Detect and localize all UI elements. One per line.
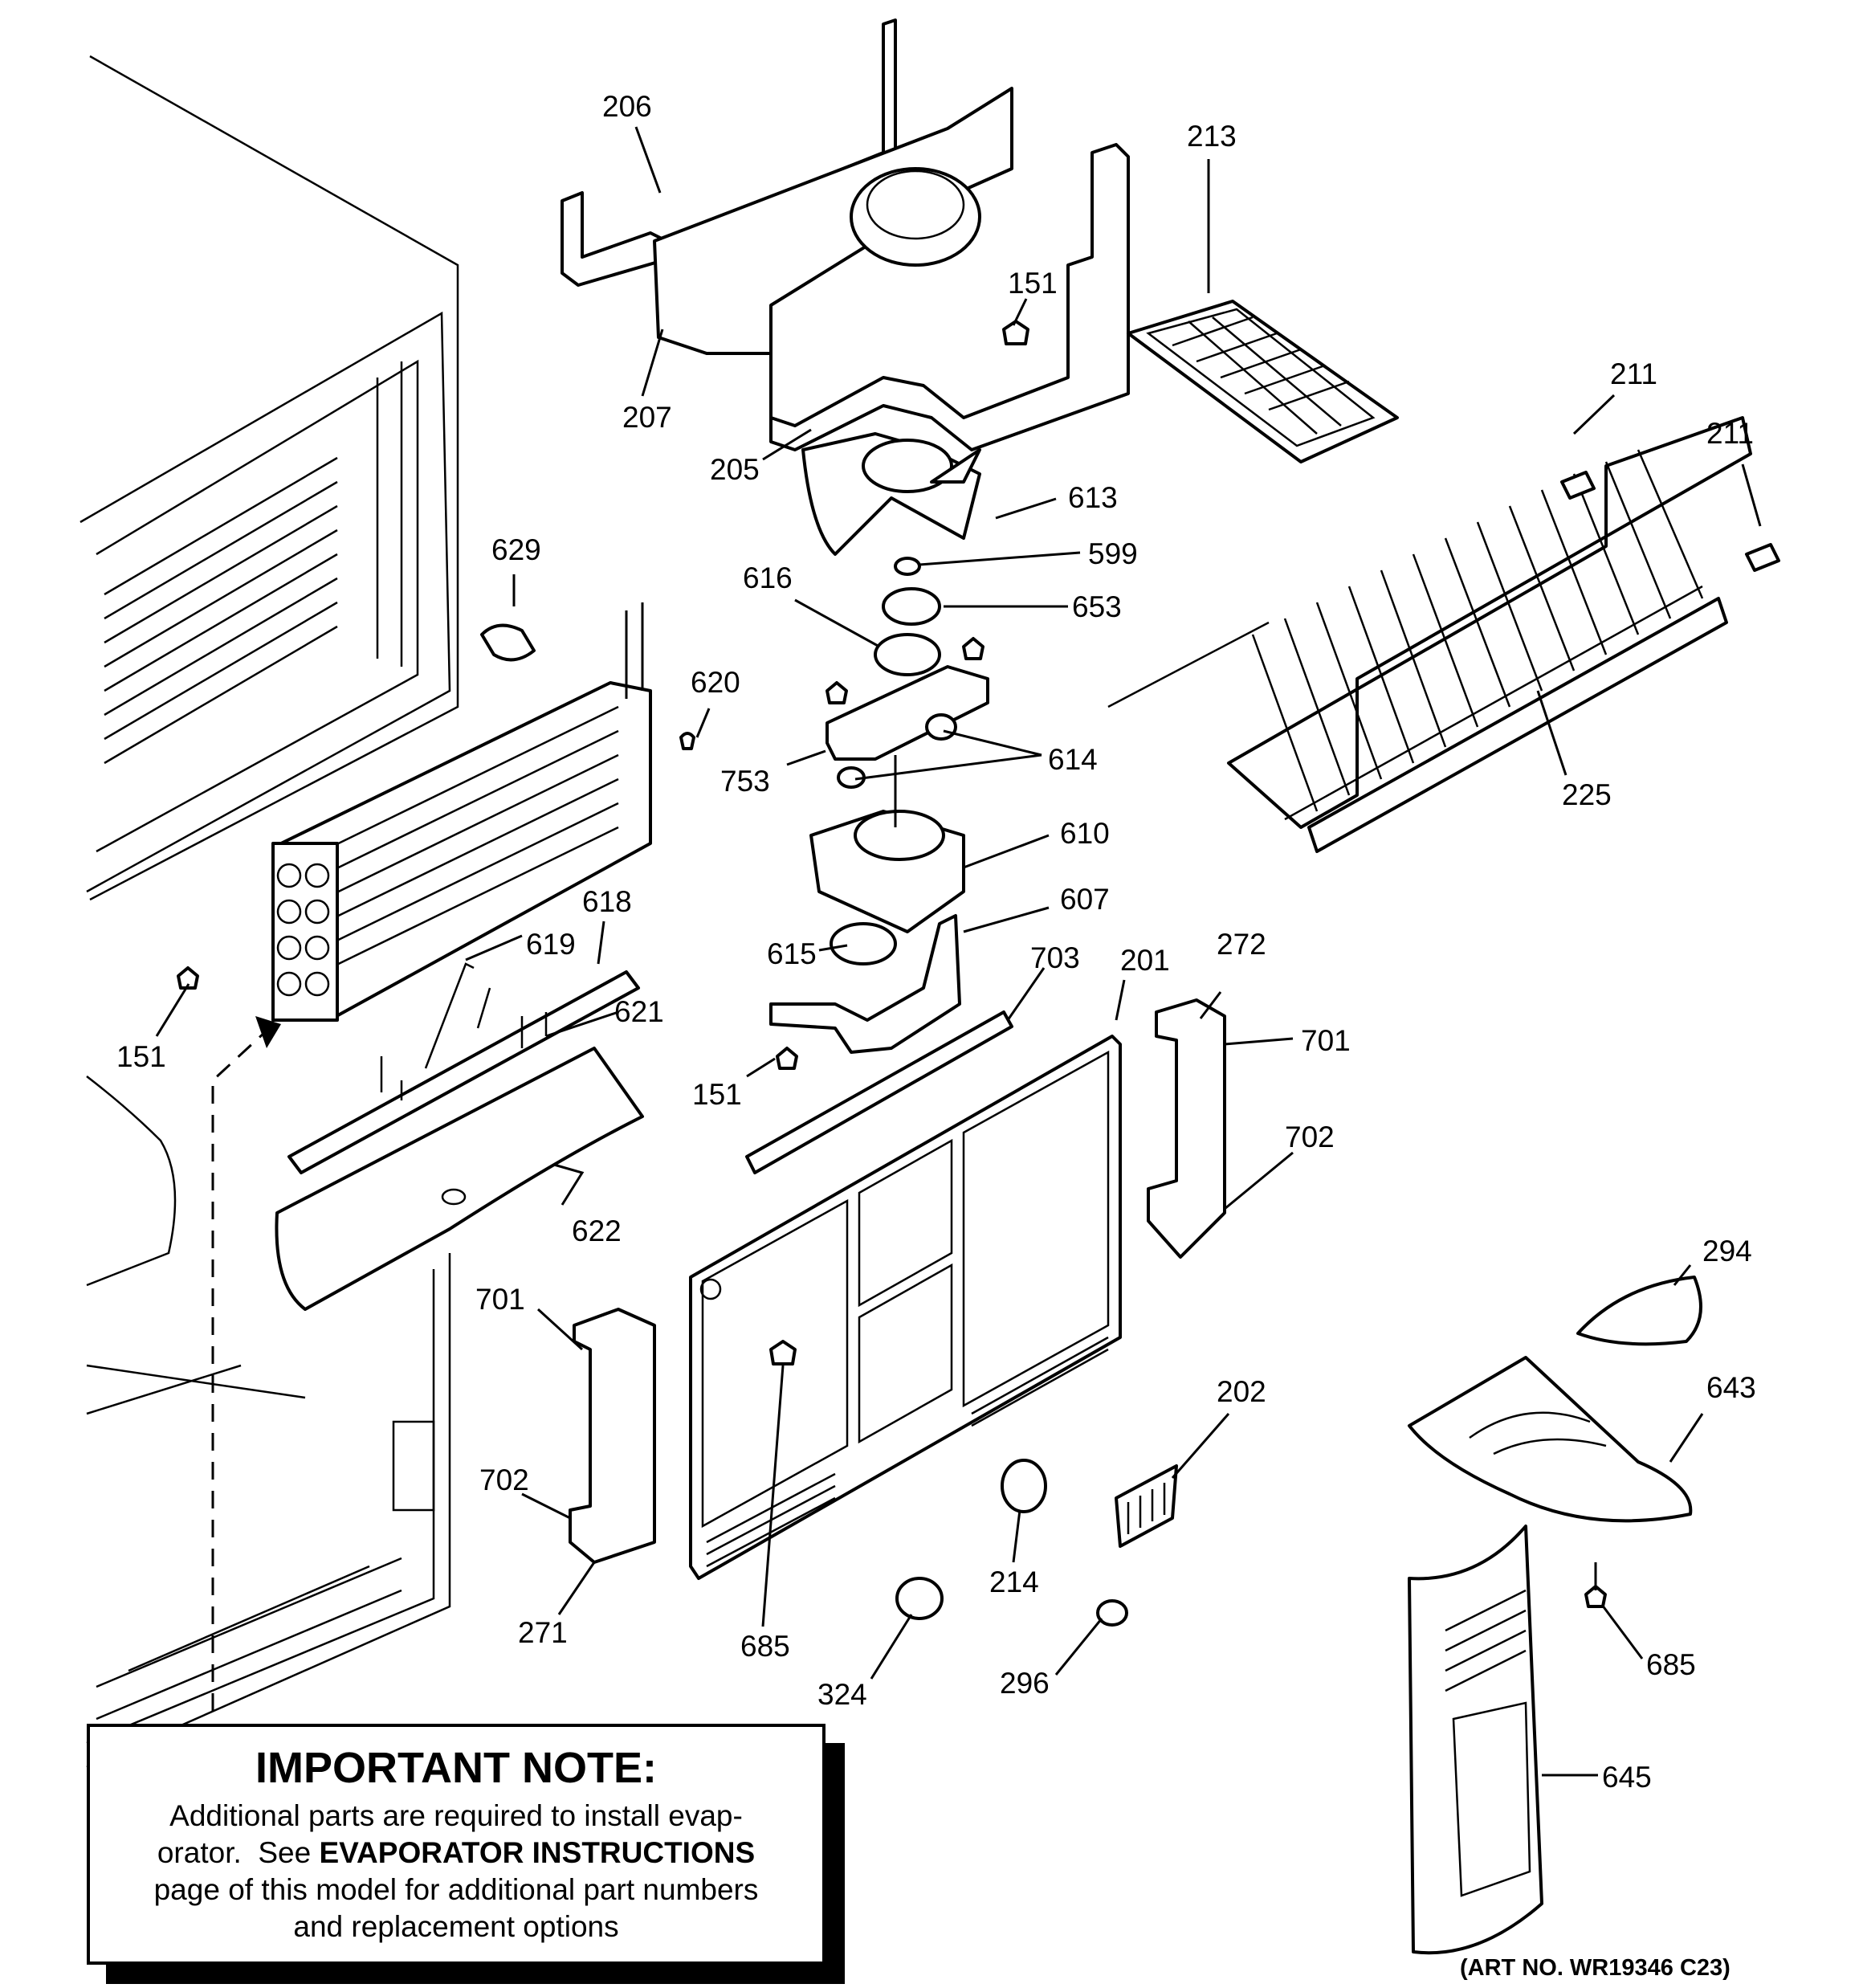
callout-211: 211	[1610, 357, 1657, 390]
note-line-2-bold: EVAPORATOR INSTRUCTIONS	[319, 1836, 756, 1869]
art-number: (ART NO. WR19346 C23)	[1460, 1955, 1731, 1981]
callout-616: 616	[743, 561, 793, 594]
callout-619: 619	[526, 928, 576, 961]
grille-icon	[1115, 1464, 1178, 1548]
callout-615: 615	[767, 937, 817, 970]
note-line-3: page of this model for additional part n…	[153, 1873, 759, 1906]
callout-labels: 206 207 205 151 213 211 211 613 599 616 …	[116, 90, 1756, 1794]
foam-strip	[745, 1010, 1013, 1174]
callout-211: 211	[1706, 417, 1754, 450]
callout-151: 151	[692, 1078, 742, 1111]
ice-tray	[1127, 300, 1399, 463]
light-shield	[1576, 1276, 1702, 1346]
callout-207: 207	[622, 401, 672, 434]
fan-motor	[809, 755, 965, 933]
callout-701: 701	[475, 1283, 525, 1316]
callout-685: 685	[1646, 1648, 1696, 1681]
fan-bracket	[826, 665, 989, 761]
callout-151: 151	[1008, 267, 1058, 300]
air-duct-assembly	[561, 18, 1130, 451]
screw-icon	[769, 1340, 797, 1365]
screw-icon	[776, 1047, 798, 1070]
end-cap-icon	[1560, 471, 1596, 500]
note-line-2-text: orator. See	[157, 1836, 320, 1869]
thermostat-clip-icon	[679, 732, 695, 750]
callout-272: 272	[1217, 928, 1266, 961]
screw-icon	[826, 681, 848, 704]
spacer-icon	[480, 623, 536, 662]
screw-icon	[962, 637, 984, 660]
callout-621: 621	[614, 995, 664, 1028]
callout-620: 620	[691, 666, 740, 699]
install-arrow-line	[211, 1031, 267, 1711]
note-line-4: and replacement options	[293, 1910, 619, 1943]
side-cover-panel	[1408, 1525, 1543, 1955]
cabinet	[79, 55, 459, 1769]
callout-653: 653	[1072, 590, 1122, 623]
mount-icon	[830, 922, 897, 965]
callout-225: 225	[1562, 778, 1612, 811]
air-duct-left	[569, 1308, 656, 1564]
callout-622: 622	[572, 1214, 622, 1247]
defrost-heater	[287, 970, 640, 1174]
callout-213: 213	[1187, 120, 1237, 153]
callout-643: 643	[1706, 1371, 1756, 1404]
evaporator-cover	[689, 1035, 1122, 1580]
heater-clip	[424, 962, 491, 1069]
end-cap-icon	[1745, 543, 1780, 572]
motor-bracket	[769, 914, 961, 1054]
callout-685: 685	[740, 1630, 790, 1663]
callout-201: 201	[1120, 944, 1170, 977]
mount-icon	[874, 633, 941, 676]
leader-lines	[155, 126, 1762, 1777]
callout-753: 753	[720, 765, 770, 798]
screw-icon	[1584, 1585, 1607, 1608]
callout-613: 613	[1068, 481, 1118, 514]
callout-618: 618	[582, 885, 632, 918]
callout-151: 151	[116, 1040, 166, 1073]
callout-607: 607	[1060, 883, 1110, 916]
heater-retainer	[380, 1012, 548, 1100]
note-title: IMPORTANT NOTE:	[255, 1744, 657, 1792]
callout-702: 702	[1285, 1121, 1335, 1153]
callout-271: 271	[518, 1616, 568, 1649]
callout-614: 614	[1048, 743, 1098, 776]
knob-icon	[895, 1577, 944, 1620]
callout-610: 610	[1060, 817, 1110, 850]
callout-703: 703	[1030, 941, 1080, 974]
callout-296: 296	[1000, 1667, 1050, 1700]
callout-599: 599	[1088, 537, 1138, 570]
callout-202: 202	[1217, 1375, 1266, 1408]
callout-214: 214	[989, 1565, 1039, 1598]
note-body: Additional parts are required to install…	[90, 1798, 822, 1945]
install-arrow-head	[255, 1016, 281, 1048]
grommet-icon	[882, 587, 941, 626]
fan-blade	[801, 432, 981, 556]
evaporator	[271, 602, 652, 1022]
callout-324: 324	[817, 1678, 867, 1711]
callout-205: 205	[710, 453, 760, 486]
screw-icon	[1002, 320, 1029, 345]
callout-701: 701	[1301, 1024, 1351, 1057]
plug-icon	[1001, 1459, 1047, 1513]
light-socket-icon	[1096, 1599, 1128, 1627]
air-duct-right	[1147, 998, 1226, 1259]
callout-294: 294	[1702, 1235, 1752, 1268]
callout-629: 629	[491, 533, 541, 566]
callout-206: 206	[602, 90, 652, 123]
important-note-box: IMPORTANT NOTE: Additional parts are req…	[87, 1724, 826, 1965]
note-line-1: Additional parts are required to install…	[169, 1799, 743, 1832]
callout-645: 645	[1602, 1761, 1652, 1794]
drain-trough	[275, 1047, 644, 1311]
note-line-2: orator. See EVAPORATOR INSTRUCTIONS	[90, 1835, 822, 1872]
grommet-icon	[925, 713, 957, 741]
screw-icon	[177, 966, 199, 990]
retainer-icon	[894, 557, 921, 576]
wire-shelf	[1107, 416, 1752, 853]
callout-702: 702	[479, 1463, 529, 1496]
